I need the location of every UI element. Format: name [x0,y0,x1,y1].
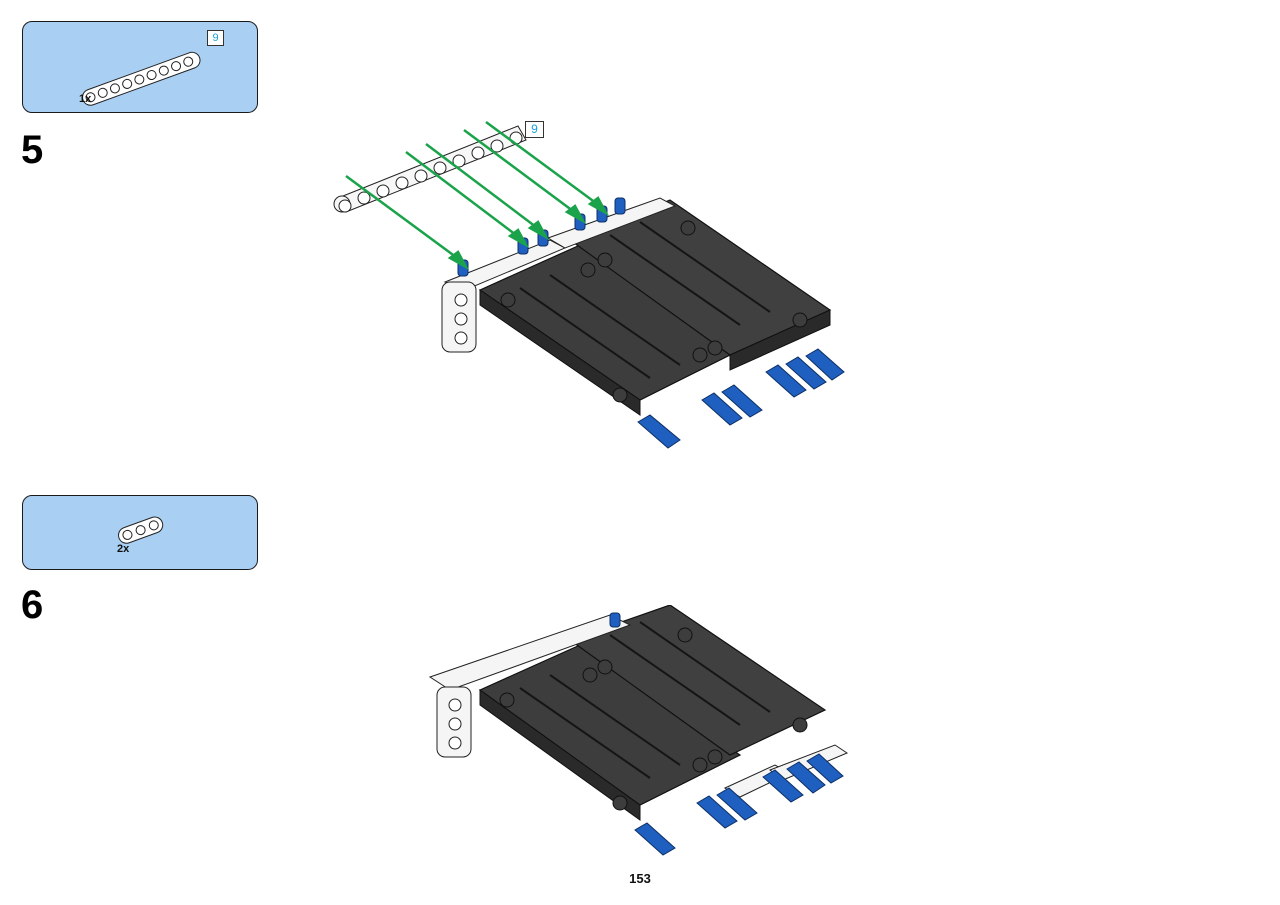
pin-icon [609,612,844,856]
beam-9-icon [333,125,527,213]
step6-illustration [428,605,849,856]
dark-panel-icon [478,605,827,821]
parts-callout-step6: 2x [22,495,258,570]
beam-9-part-icon [82,51,201,106]
insert-arrow-icon [345,120,610,271]
length-badge: 9 [207,30,224,46]
parts-callout-step5: 9 1x [22,21,258,113]
white-angled-beam-icon [441,197,677,353]
step-number: 6 [21,583,44,627]
part-quantity: 2x [117,543,130,555]
step5-illustration [333,120,845,449]
beam-3-part-icon [118,516,164,544]
dark-panel-icon [478,199,832,416]
step-number: 5 [21,128,44,172]
pin-icon [637,348,845,449]
length-badge: 9 [525,121,544,138]
part-quantity: 1x [79,93,92,105]
page-number: 153 [629,871,651,886]
